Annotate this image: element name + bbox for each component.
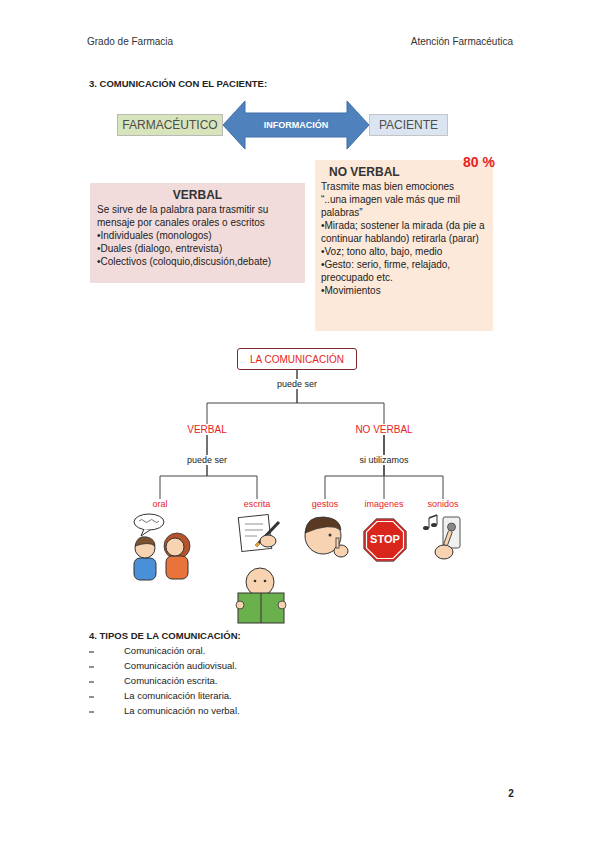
box-body-text: •Gesto: serio, firme, relajado, preocupa… bbox=[321, 258, 487, 284]
pen bbox=[256, 522, 279, 546]
leaf-node: oral bbox=[135, 499, 185, 509]
pen-tip bbox=[256, 543, 259, 546]
node-label: escrita bbox=[227, 499, 287, 509]
box-heading: VERBAL bbox=[97, 188, 298, 203]
double-arrow bbox=[223, 101, 369, 149]
list-item: La comunicación literaria. bbox=[124, 691, 232, 702]
music-note-stem bbox=[437, 515, 438, 525]
page-header: Atención Farmacéutica bbox=[411, 36, 513, 48]
actor-box: FARMACÉUTICO bbox=[117, 114, 223, 136]
leaf-node: sonidos bbox=[413, 499, 473, 509]
leaf-node: gestos bbox=[295, 499, 355, 509]
pressing-finger bbox=[443, 530, 452, 546]
child-body bbox=[134, 558, 156, 580]
music-note bbox=[431, 523, 437, 527]
music-note-stem bbox=[429, 518, 430, 528]
reader-hand bbox=[278, 601, 286, 609]
list-item: Comunicación oral. bbox=[124, 646, 205, 657]
box-heading: NO VERBAL bbox=[321, 165, 487, 180]
music-note-beam bbox=[429, 515, 437, 518]
box-body-text: Trasmite mas bien emociones bbox=[321, 180, 487, 193]
speech-bubble bbox=[134, 514, 164, 530]
node-label: PACIENTE bbox=[379, 118, 438, 132]
node-label: gestos bbox=[295, 499, 355, 509]
paper-lines bbox=[245, 524, 263, 536]
list-dash bbox=[89, 667, 94, 668]
box-body-text: •Voz; tono alto, bajo, medio bbox=[321, 245, 487, 258]
branch-caption: puede ser bbox=[185, 455, 229, 465]
leaf-node: escrita bbox=[227, 499, 287, 509]
tree-connector bbox=[384, 435, 443, 499]
list-item: Comunicación escrita. bbox=[124, 676, 217, 687]
box-body-text: •Duales (dialogo, entrevista) bbox=[97, 242, 298, 255]
stop-sign-ring bbox=[367, 522, 404, 559]
box-body-text: •Colectivos (coloquio,discusión,debate) bbox=[97, 255, 298, 268]
leaf-node: imagenes bbox=[354, 499, 414, 509]
face-hair bbox=[305, 517, 341, 533]
girl-head bbox=[166, 538, 184, 556]
root-box: LA COMUNICACIÓN bbox=[237, 348, 357, 370]
button-panel bbox=[443, 517, 460, 548]
girl-hair bbox=[164, 533, 190, 559]
actor-box: PACIENTE bbox=[369, 114, 448, 136]
list-item: Comunicación audiovisual. bbox=[124, 661, 237, 672]
page-header: Grado de Farmacia bbox=[87, 36, 173, 48]
box-body-text: •Movimientos bbox=[321, 284, 487, 297]
list-item: La comunicación no verbal. bbox=[124, 706, 240, 717]
box-body-text: “..una imagen vale más que mil palabras” bbox=[321, 193, 487, 219]
face-eye bbox=[329, 534, 332, 537]
tree-connector bbox=[160, 435, 207, 499]
section-heading: 4. TIPOS DE LA COMUNICACIÓN: bbox=[89, 631, 241, 642]
book-spine bbox=[261, 593, 262, 623]
book bbox=[238, 593, 284, 623]
box-body-text: •Mirada; sostener la mirada (da pie a co… bbox=[321, 219, 487, 245]
writing-hand bbox=[260, 535, 276, 547]
box-body-text: •Individuales (monologos) bbox=[97, 229, 298, 242]
stop-sign bbox=[364, 519, 407, 562]
list-dash bbox=[89, 652, 94, 653]
pressing-hand bbox=[435, 545, 453, 559]
node-label: sonidos bbox=[413, 499, 473, 509]
info-box: VERBALSe sirve de la palabra para trasmi… bbox=[90, 183, 305, 283]
reader-eye bbox=[254, 580, 257, 583]
reader-eye bbox=[264, 580, 267, 583]
branch-caption: si utilizamos bbox=[357, 455, 410, 465]
list-dash bbox=[89, 682, 94, 683]
box-body-text: Se sirve de la palabra para trasmitir su… bbox=[97, 203, 298, 229]
list-dash bbox=[89, 712, 94, 713]
node-label: FARMACÉUTICO bbox=[122, 118, 217, 132]
branch-node: VERBAL bbox=[172, 424, 242, 435]
percentage-badge: 80 % bbox=[463, 154, 495, 170]
branch-node: NO VERBAL bbox=[344, 424, 424, 435]
info-box: NO VERBAL80 %Trasmite mas bien emociones… bbox=[315, 160, 493, 331]
connector-label: INFORMACIÓN bbox=[264, 120, 329, 130]
list-dash bbox=[89, 697, 94, 698]
branch-caption: puede ser bbox=[275, 379, 319, 389]
gesture-finger bbox=[336, 538, 339, 548]
node-label: NO VERBAL bbox=[344, 424, 424, 435]
speech-scribble bbox=[139, 520, 159, 523]
child-hair bbox=[135, 537, 155, 546]
sign-text: STOP bbox=[370, 533, 400, 546]
reader-head bbox=[246, 568, 274, 596]
node-label: VERBAL bbox=[172, 424, 242, 435]
sound-button bbox=[448, 523, 456, 531]
reader-hand bbox=[236, 601, 244, 609]
node-label: imagenes bbox=[354, 499, 414, 509]
node-label: oral bbox=[135, 499, 185, 509]
page-number: 2 bbox=[508, 788, 514, 800]
girl-body bbox=[166, 556, 188, 579]
tree-connector bbox=[207, 435, 257, 499]
node-label: LA COMUNICACIÓN bbox=[250, 354, 344, 365]
music-note bbox=[423, 526, 429, 530]
tree-connector bbox=[325, 435, 384, 499]
section-title: 3. COMUNICACIÓN CON EL PACIENTE: bbox=[89, 79, 267, 90]
speech-bubble-tail bbox=[141, 529, 150, 536]
